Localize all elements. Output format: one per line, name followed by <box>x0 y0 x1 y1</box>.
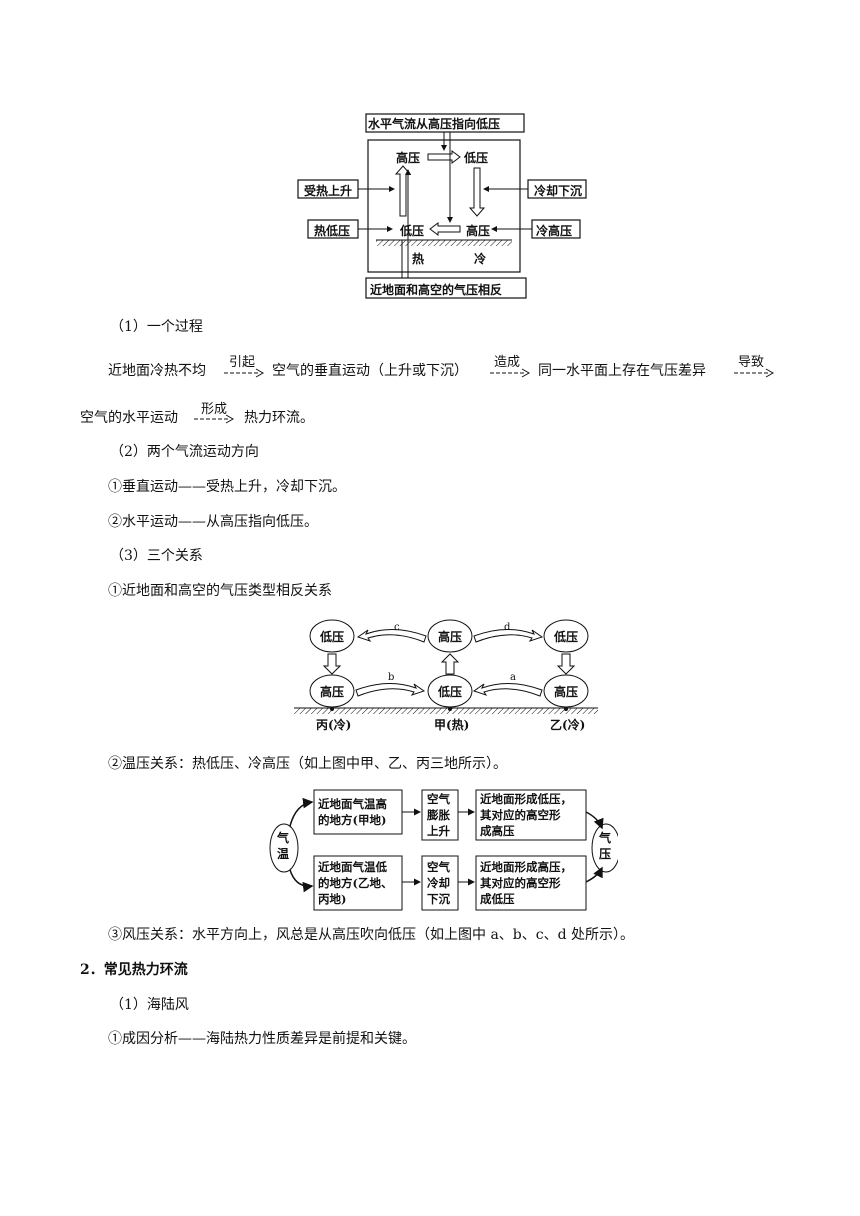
section3-item2: ②温压关系：热低压、冷高压（如上图中甲、乙、丙三地所示）。 <box>108 756 507 772</box>
chain-step-2: 空气的垂直运动（上升或下沉） <box>272 363 468 379</box>
row1-box3-line2: 其对应的高空形 <box>480 808 561 822</box>
section3-item3: ③风压关系：水平方向上，风总是从高压吹向低压（如上图中 a、b、c、d 处所示）… <box>108 927 635 943</box>
wind-a-label: a <box>510 672 516 683</box>
row2-box2-line2: 冷却 <box>427 876 450 890</box>
wind-d-label: d <box>504 622 511 633</box>
wind-c-label: c <box>394 622 400 633</box>
upper-left-pressure: 高压 <box>396 151 421 165</box>
chain-arrow-1 <box>224 368 264 378</box>
row1-box2-line1: 空气 <box>427 792 450 806</box>
row1-box1-line2: 的地方(甲地) <box>318 813 387 827</box>
section3-heading: （3）三个关系 <box>110 548 203 564</box>
thermal-circulation-diagram: 水平气流从高压指向低压 受热上升 热低压 冷却下沉 冷高压 高压 低压 低压 高… <box>296 112 588 302</box>
oval-pressure: 气压 <box>599 831 612 861</box>
section4-heading: 2．常见热力环流 <box>80 962 188 978</box>
chain-step-4: 空气的水平运动 <box>80 410 178 426</box>
thermal-circulation-svg <box>297 113 587 299</box>
pressure-relation-svg <box>294 619 598 714</box>
row2-box1: 近地面气温低 的地方(乙地、 丙地) <box>318 859 392 907</box>
label-heat-rise: 受热上升 <box>304 184 353 198</box>
bottom-right-pressure: 高压 <box>554 685 579 699</box>
label-cool-sink: 冷却下沉 <box>534 184 583 198</box>
diagram1-bottom-label: 近地面和高空的气压相反 <box>370 283 503 297</box>
top-left-pressure: 低压 <box>320 630 345 644</box>
top-mid-pressure: 高压 <box>438 630 463 644</box>
section2-item2: ②水平运动——从高压指向低压。 <box>108 514 318 530</box>
chain-arrow-2 <box>490 368 530 378</box>
temperature-pressure-svg <box>269 789 621 911</box>
chain-step-3: 同一水平面上存在气压差异 <box>538 363 706 379</box>
section4-item1: ①成因分析——海陆热力性质差异是前提和关键。 <box>108 1031 416 1047</box>
upper-right-pressure: 低压 <box>464 151 489 165</box>
row2-box1-line3: 丙地) <box>318 892 347 906</box>
row2-box3: 近地面形成高压， 其对应的高空形 成低压 <box>480 859 572 907</box>
bottom-mid-pressure: 低压 <box>438 685 463 699</box>
row1-box2-line2: 膨胀 <box>427 808 450 822</box>
lower-right-pressure: 高压 <box>466 224 491 238</box>
ground-cold: 冷 <box>474 252 487 266</box>
chain-arrow-4 <box>194 414 234 424</box>
wind-b-label: b <box>388 672 395 683</box>
pressure-relation-diagram: 低压 高压 低压 高压 低压 高压 c d b a 丙(冷) 甲(热) 乙(冷) <box>290 616 602 736</box>
place-yi: 乙(冷) <box>550 718 586 732</box>
place-bing: 丙(冷) <box>316 718 352 732</box>
top-right-pressure: 低压 <box>554 630 579 644</box>
row1-box1-line1: 近地面气温高 <box>318 797 387 811</box>
chain-step-5: 热力环流。 <box>244 410 314 426</box>
row2-box2: 空气 冷却 下沉 <box>427 859 450 907</box>
diagram1-title: 水平气流从高压指向低压 <box>368 117 501 131</box>
chain-arrow-2-label: 造成 <box>494 355 521 370</box>
section2-item1: ①垂直运动——受热上升，冷却下沉。 <box>108 479 346 495</box>
section1-heading: （1）一个过程 <box>110 319 203 335</box>
label-thermal-low: 热低压 <box>314 224 351 238</box>
chain-step-1: 近地面冷热不均 <box>108 363 206 379</box>
row2-box1-line1: 近地面气温低 <box>318 860 387 874</box>
bottom-left-pressure: 高压 <box>320 685 345 699</box>
section4-sub: （1）海陆风 <box>110 997 189 1013</box>
row2-box3-line2: 其对应的高空形 <box>480 876 561 890</box>
row2-box2-line1: 空气 <box>427 860 450 874</box>
row2-box3-line1: 近地面形成高压， <box>480 860 572 874</box>
row1-box3-line1: 近地面形成低压， <box>480 792 572 806</box>
chain-arrow-3 <box>734 368 774 378</box>
lower-left-pressure: 低压 <box>400 224 425 238</box>
row2-box3-line3: 成低压 <box>480 892 515 906</box>
row2-box2-line3: 下沉 <box>427 892 450 906</box>
row1-box3-line3: 成高压 <box>480 824 515 838</box>
row1-box2: 空气 膨胀 上升 <box>427 791 450 839</box>
row1-box1: 近地面气温高 的地方(甲地) <box>318 796 387 828</box>
chain-arrow-1-label: 引起 <box>229 355 256 370</box>
ground-hot: 热 <box>412 252 425 266</box>
temperature-pressure-flow: 气温 气压 近地面气温高 的地方(甲地) 空气 膨胀 上升 近地面形成低压， 其… <box>268 782 621 914</box>
chain-arrow-4-label: 形成 <box>201 402 228 417</box>
row2-box1-line2: 的地方(乙地、 <box>318 876 393 890</box>
oval-temperature: 气温 <box>277 831 290 861</box>
row1-box3: 近地面形成低压， 其对应的高空形 成高压 <box>480 791 572 839</box>
row1-box2-line3: 上升 <box>427 824 450 838</box>
section2-heading: （2）两个气流运动方向 <box>110 444 259 460</box>
label-cold-high: 冷高压 <box>536 224 573 238</box>
chain-arrow-3-label: 导致 <box>738 355 765 370</box>
place-jia: 甲(热) <box>434 718 470 732</box>
section3-item1: ①近地面和高空的气压类型相反关系 <box>108 583 332 599</box>
